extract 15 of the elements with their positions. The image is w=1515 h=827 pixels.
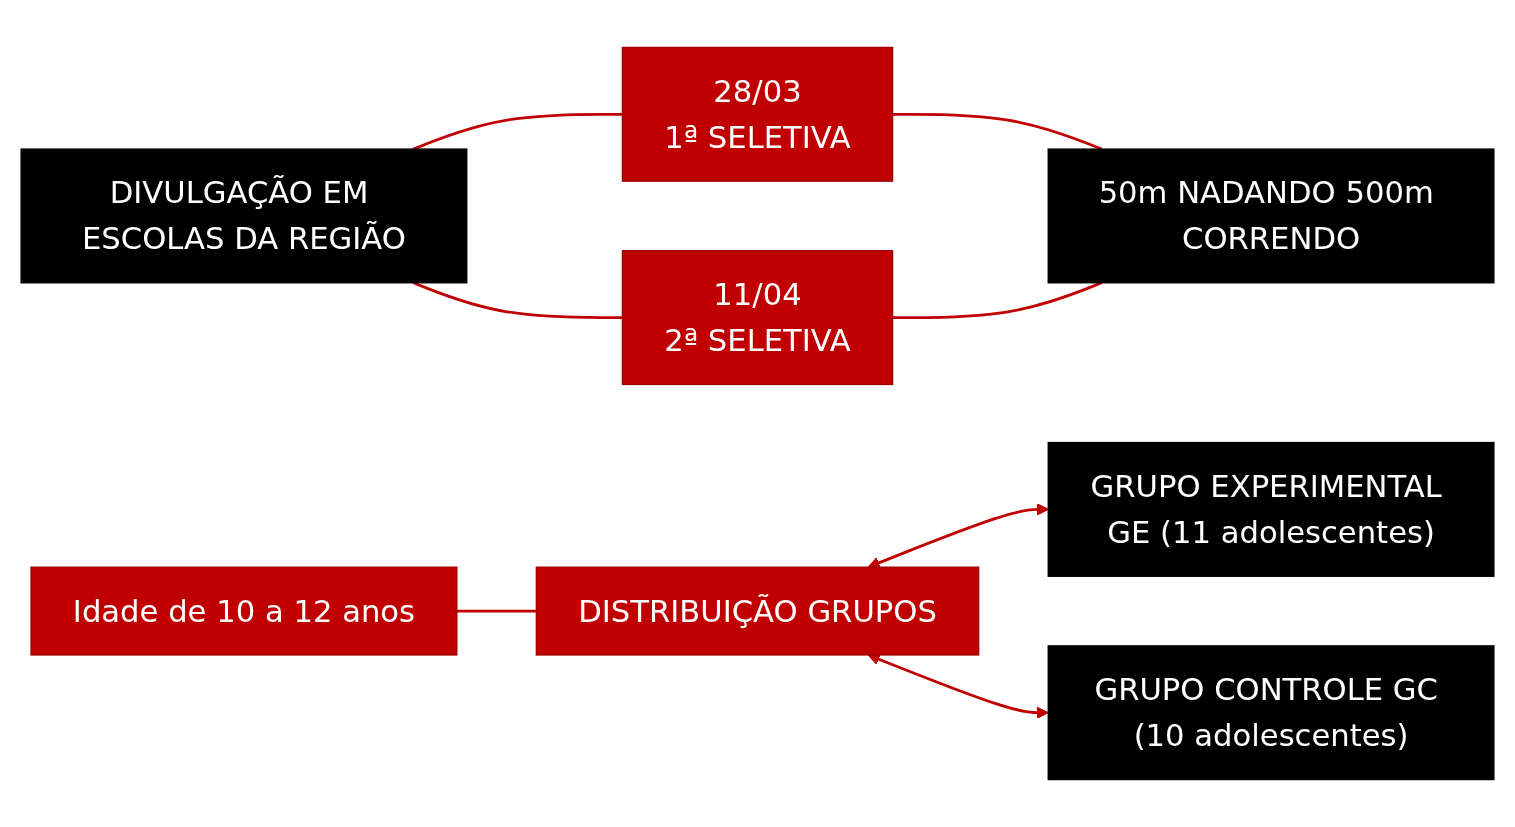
connector [412,112,623,151]
connector [412,281,623,319]
node-box: 28/03 1ª SELETIVA [621,46,894,182]
node-box: DIVULGAÇÃO EM ESCOLAS DA REGIÃO [20,148,468,284]
node-box: GRUPO CONTROLE GC (10 adolescentes) [1047,645,1495,781]
connector [892,281,1103,319]
node-box: Idade de 10 a 12 anos [30,566,458,656]
arrow [867,503,1049,569]
connector [456,609,537,613]
node-box: GRUPO EXPERIMENTAL GE (11 adolescentes) [1047,441,1495,577]
node-box: DISTRIBUIÇÃO GRUPOS [535,566,980,656]
connector [892,112,1103,151]
node-box: 11/04 2ª SELETIVA [621,250,894,386]
arrow [867,653,1049,719]
node-box: 50m NADANDO 500m CORRENDO [1047,148,1495,284]
